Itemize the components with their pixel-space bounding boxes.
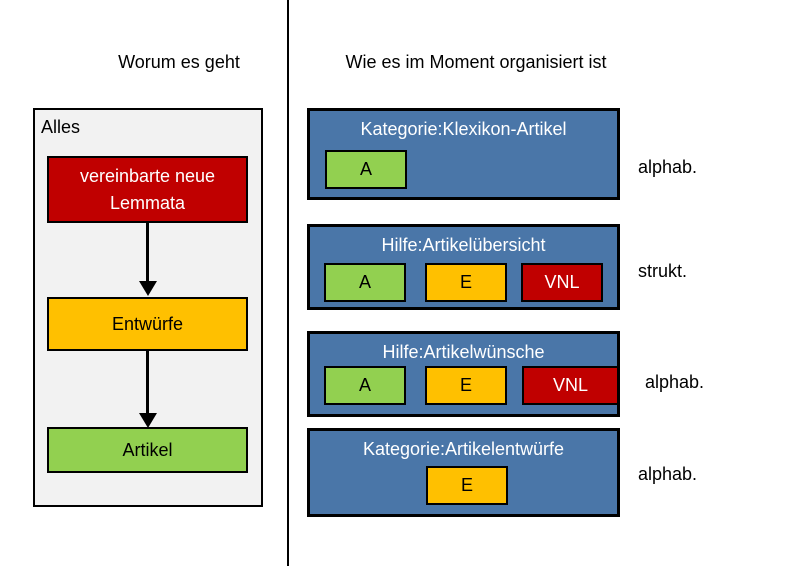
order-label-alphab-3: alphab.: [638, 464, 698, 484]
order-label-alphab-1: alphab.: [638, 157, 698, 177]
chip-e: E: [425, 366, 507, 405]
arrow-down-line-2: [146, 351, 149, 413]
column-divider: [287, 0, 289, 566]
group-hilfe-artikelwuensche: Hilfe:Artikelwünsche A E VNL: [307, 331, 620, 417]
chip-e: E: [426, 466, 508, 505]
flow-box-lemmata: vereinbarte neue Lemmata: [47, 156, 248, 223]
left-column-title: Worum es geht: [118, 52, 240, 72]
group-hilfe-artikeluebersicht: Hilfe:Artikelübersicht A E VNL: [307, 224, 620, 310]
group-title: Kategorie:Klexikon-Artikel: [360, 119, 567, 139]
right-column-title: Wie es im Moment organisiert ist: [345, 52, 607, 72]
group-kategorie-artikelentwuerfe: Kategorie:Artikelentwürfe E: [307, 428, 620, 517]
order-label-strukt: strukt.: [638, 261, 688, 281]
group-title: Hilfe:Artikelübersicht: [381, 235, 546, 255]
group-title: Hilfe:Artikelwünsche: [382, 342, 545, 362]
arrow-down-icon-1: [139, 281, 157, 296]
chip-a: A: [324, 366, 406, 405]
alles-label: Alles: [41, 117, 81, 137]
order-label-alphab-2: alphab.: [645, 372, 705, 392]
chip-vnl: VNL: [521, 263, 603, 302]
chip-vnl: VNL: [522, 366, 619, 405]
flow-box-lemmata-line1: vereinbarte neue: [79, 165, 216, 186]
group-title: Kategorie:Artikelentwürfe: [362, 439, 565, 459]
chip-e: E: [425, 263, 507, 302]
chip-a: A: [325, 150, 407, 189]
flow-box-artikel: Artikel: [47, 427, 248, 473]
arrow-down-line-1: [146, 223, 149, 281]
flow-box-lemmata-line2: Lemmata: [109, 192, 186, 213]
group-kategorie-klexikon-artikel: Kategorie:Klexikon-Artikel A: [307, 108, 620, 200]
arrow-down-icon-2: [139, 413, 157, 428]
flow-box-entwuerfe: Entwürfe: [47, 297, 248, 351]
chip-a: A: [324, 263, 406, 302]
